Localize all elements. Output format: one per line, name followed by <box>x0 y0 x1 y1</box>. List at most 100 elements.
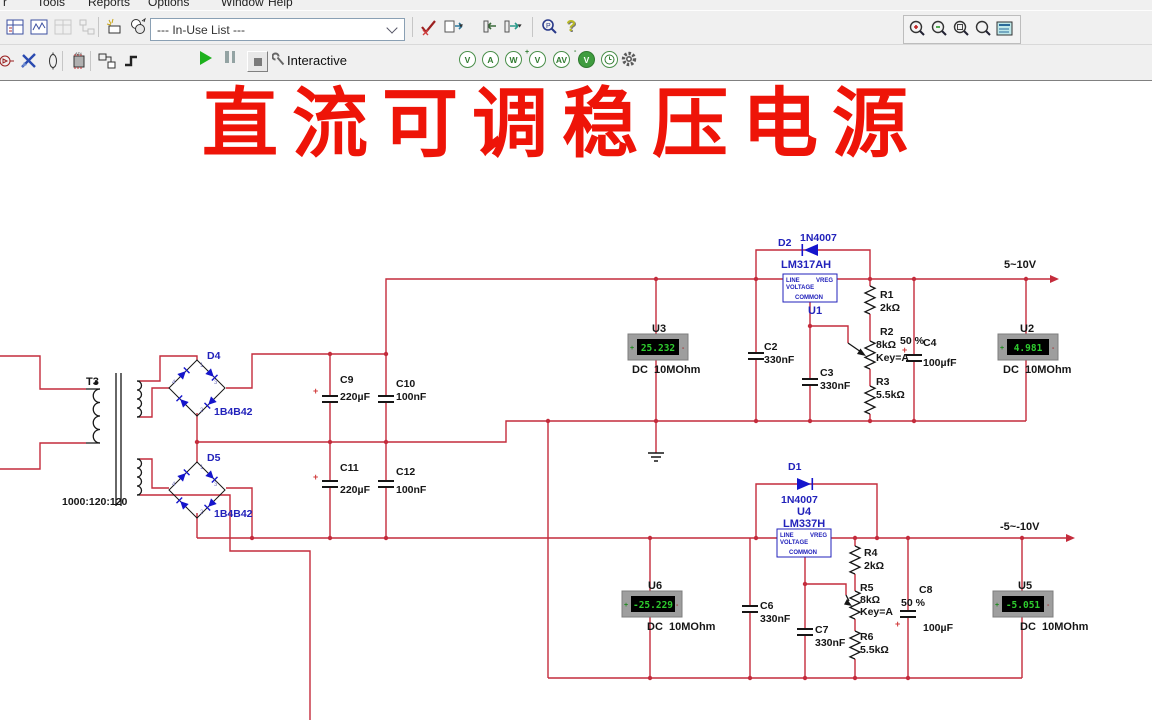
svg-text:100µfF: 100µfF <box>923 357 957 369</box>
voltage-probe-icon[interactable]: V <box>459 51 476 68</box>
regulator-u1[interactable]: LINE VOLTAGE VREG COMMON LM317AH U1 <box>781 259 838 317</box>
svg-text:50 %: 50 % <box>900 335 925 347</box>
diode-d1[interactable]: D1 1N4007 <box>781 461 818 506</box>
zoom-fit-icon[interactable] <box>972 18 994 40</box>
menu-options[interactable]: Options <box>148 0 190 9</box>
capacitor-c12[interactable]: C12 100nF <box>378 466 427 496</box>
help-icon[interactable]: ? <box>566 18 576 35</box>
voltmeter-u2[interactable]: U2 4.981 + - DC 10MOhm <box>997 323 1072 376</box>
capacitor-c3[interactable]: C3 330nF <box>802 367 851 392</box>
capacitor-c10[interactable]: C10 100nF <box>378 378 427 403</box>
zoom-in-icon[interactable] <box>906 18 928 40</box>
svg-text:100nF: 100nF <box>396 484 427 496</box>
bridge-d4-part: 1B4B42 <box>214 406 253 418</box>
svg-text:1N4007: 1N4007 <box>800 232 837 244</box>
svg-text:COMMON: COMMON <box>789 550 817 556</box>
ground-symbol[interactable] <box>648 452 664 462</box>
transfer-export-icon[interactable] <box>444 16 466 38</box>
erc-check-icon[interactable] <box>418 16 440 38</box>
svg-text:LM317AH: LM317AH <box>781 259 831 271</box>
stop-icon <box>253 57 262 66</box>
menu-reports[interactable]: Reports <box>88 0 131 9</box>
meter-display: 4.981 <box>1014 343 1043 354</box>
svg-text:C7: C7 <box>815 624 829 636</box>
meter-display: -25.229 <box>633 600 673 611</box>
bridge-rectifier-d4[interactable]: 1 4 3 2 D4 1B4B42 <box>168 350 253 418</box>
menu-clipped[interactable]: r <box>3 0 7 9</box>
output-label-positive: 5~10V <box>1004 259 1037 271</box>
place-ic-icon[interactable]: ADI <box>68 50 90 72</box>
find-icon[interactable]: P <box>538 16 560 38</box>
svg-text:5.5kΩ: 5.5kΩ <box>876 389 905 401</box>
voltmeter-u6[interactable]: U6 -25.229 + - DC 10MOhm <box>621 580 716 633</box>
grapher-icon[interactable] <box>28 16 50 38</box>
fuse-component-icon[interactable] <box>42 50 64 72</box>
regulator-u4[interactable]: U4 LM337H LINE VOLTAGE VREG COMMON <box>776 506 832 558</box>
differential-probe-icon[interactable]: V <box>578 51 595 68</box>
interactive-mode-label[interactable]: Interactive <box>287 53 347 68</box>
bus-icon[interactable] <box>120 50 142 72</box>
create-component-icon[interactable] <box>103 16 125 38</box>
transfer-back-icon[interactable] <box>480 16 502 38</box>
svg-text:+: + <box>624 602 628 609</box>
stop-simulation-button[interactable] <box>247 51 268 72</box>
source-component-icon[interactable] <box>0 50 16 72</box>
voltmeter-u5[interactable]: U5 -5.051 + - DC 10MOhm <box>992 580 1089 633</box>
spreadsheet-view-icon[interactable] <box>4 16 26 38</box>
resistor-r3[interactable]: R3 5.5kΩ <box>863 376 905 415</box>
svg-text:330nF: 330nF <box>815 637 846 649</box>
pause-simulation-button[interactable] <box>225 51 235 63</box>
main-toolbar: --- In-Use List --- P ? <box>0 10 1152 45</box>
menu-help[interactable]: Help <box>268 0 293 9</box>
in-use-list-combobox[interactable]: --- In-Use List --- <box>150 18 405 41</box>
menu-window[interactable]: Window <box>221 0 264 9</box>
capacitor-c6[interactable]: C6 330nF <box>742 600 791 625</box>
voltage-current-probe-icon[interactable]: AV <box>553 51 570 68</box>
resistor-r4[interactable]: R4 2kΩ <box>848 545 884 575</box>
resistor-r1[interactable]: R1 2kΩ <box>863 285 900 315</box>
zoom-out-icon[interactable] <box>928 18 950 40</box>
transfer-forward-icon[interactable] <box>504 16 526 38</box>
transformer-t3[interactable]: T3 1000:120:120 <box>62 373 143 508</box>
current-probe-icon[interactable]: A <box>482 51 499 68</box>
svg-text:220µF: 220µF <box>340 484 371 496</box>
voltmeter-u3[interactable]: U3 25.232 + - DC 10MOhm <box>627 323 701 376</box>
power-probe-icon[interactable]: W <box>505 51 522 68</box>
svg-text:Key=A: Key=A <box>876 352 909 364</box>
diode-d2[interactable]: D2 1N4007 <box>778 232 837 256</box>
postprocessor-icon-disabled[interactable] <box>52 16 74 38</box>
bridge-rectifier-d5[interactable]: 1 4 3 2 D5 1B4B42 <box>168 452 253 520</box>
svg-text:5.5kΩ: 5.5kΩ <box>860 644 889 656</box>
capacitor-c11[interactable]: + C11 220µF <box>313 462 371 496</box>
menu-tools[interactable]: Tools <box>37 0 66 9</box>
capacitor-c4[interactable]: 50 % C4 + 100µfF <box>900 335 957 369</box>
svg-text:+: + <box>313 472 318 482</box>
svg-text:C9: C9 <box>340 374 354 386</box>
resistor-r6[interactable]: R6 5.5kΩ <box>848 630 889 660</box>
period-probe-icon[interactable] <box>601 51 618 68</box>
svg-text:D2: D2 <box>778 237 792 249</box>
capacitor-c9[interactable]: + C9 220µF <box>313 374 371 403</box>
svg-text:8kΩ: 8kΩ <box>860 594 880 606</box>
in-use-list-value: --- In-Use List --- <box>157 22 245 37</box>
hierarchy-icon-disabled[interactable] <box>76 16 98 38</box>
fullscreen-icon[interactable] <box>994 18 1016 40</box>
wires[interactable] <box>0 249 1066 720</box>
zoom-area-icon[interactable] <box>950 18 972 40</box>
probe-settings-gear-icon[interactable] <box>618 48 640 70</box>
capacitor-c7[interactable]: C7 330nF <box>797 624 846 649</box>
capacitor-c8[interactable]: C8 50 % + 100µF <box>895 584 954 634</box>
database-manager-icon[interactable] <box>127 16 149 38</box>
run-simulation-button[interactable] <box>200 51 212 65</box>
svg-text:+: + <box>895 619 900 629</box>
capacitor-c2[interactable]: C2 330nF <box>748 341 795 366</box>
schematic-canvas[interactable]: 直流可调稳压电源 <box>0 80 1152 720</box>
potentiometer-r2[interactable]: R2 8kΩ Key=A <box>847 326 909 370</box>
voltage-ref-probe-icon[interactable]: V <box>529 51 546 68</box>
hierarchical-block-icon[interactable] <box>96 50 118 72</box>
svg-text:C10: C10 <box>396 378 415 390</box>
potentiometer-r5[interactable]: R5 8kΩ Key=A <box>844 582 893 620</box>
virtual-components-icon[interactable] <box>18 50 40 72</box>
svg-text:1: 1 <box>200 363 204 369</box>
